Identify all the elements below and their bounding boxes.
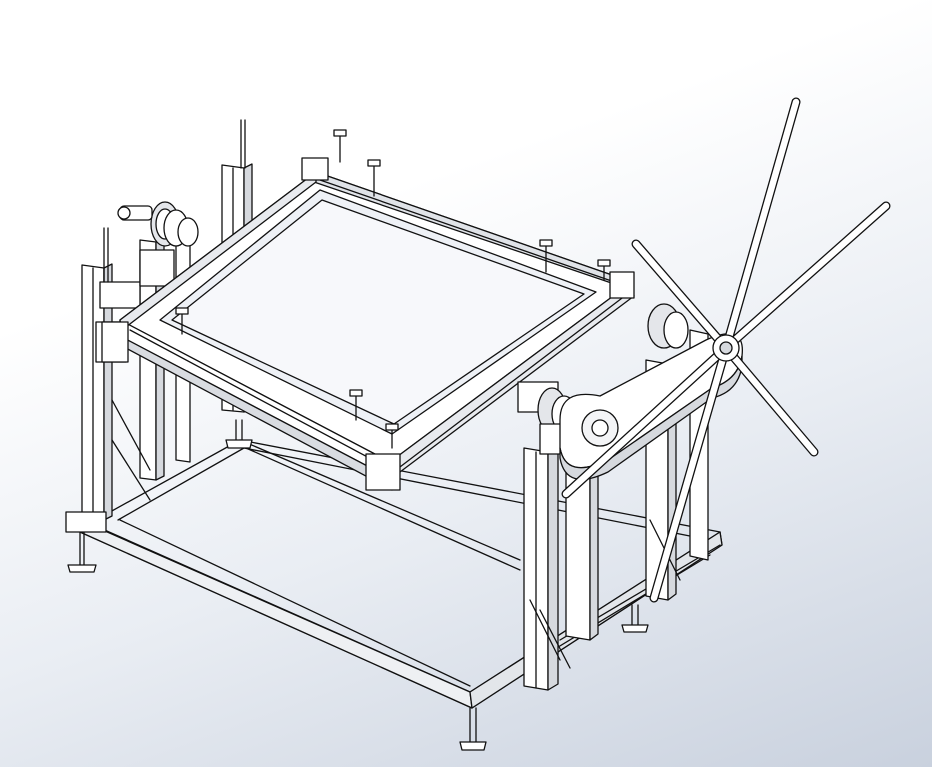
clamp-pin	[367, 159, 381, 197]
handwheel-spoke	[631, 239, 731, 353]
clamp-pin	[539, 239, 553, 273]
chain-guard	[559, 333, 743, 480]
corner-block-back	[301, 157, 329, 181]
left-shaft-coupling	[117, 205, 153, 221]
base-frame	[79, 439, 723, 709]
clamp-pins	[175, 129, 611, 449]
handwheel[interactable]	[561, 97, 891, 603]
clamp-pin	[175, 307, 189, 335]
clamp-pin	[333, 129, 347, 163]
tilting-table	[101, 157, 635, 491]
handwheel-hub	[712, 334, 740, 362]
clamp-pin	[349, 389, 363, 421]
handwheel-spoke	[721, 97, 801, 353]
corner-block-right	[609, 271, 635, 299]
handwheel-spoke	[649, 343, 731, 603]
clamp-pin	[385, 423, 399, 449]
left-sprocket-gear	[150, 201, 199, 247]
foot-front	[459, 707, 487, 751]
leveling-feet	[67, 419, 649, 751]
handwheel-spoke	[561, 343, 731, 499]
upper-pulley	[647, 303, 689, 349]
lead-screw-left-rear	[240, 119, 246, 169]
corner-block-left	[101, 321, 129, 363]
corner-block-front	[365, 453, 401, 491]
handwheel-spoke	[721, 201, 891, 353]
foot-back	[225, 419, 253, 449]
foot-right	[621, 604, 649, 633]
clamp-pin	[597, 259, 611, 281]
lead-screw-left-front	[103, 227, 109, 283]
foot-front-left	[67, 531, 97, 573]
handwheel-spoke	[721, 343, 819, 457]
right-drive-assembly	[517, 303, 743, 480]
